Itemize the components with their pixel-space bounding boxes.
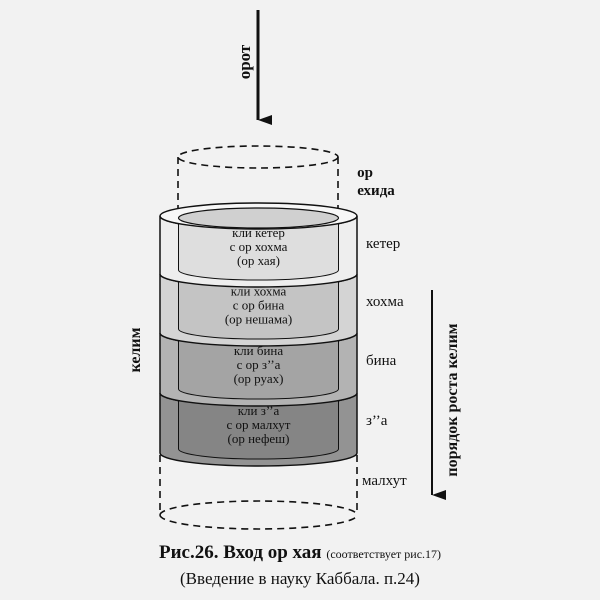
vessel-layers: кли з’’ас ор малхут(ор нефеш) з’’а кли бин… [159, 202, 404, 467]
layer-side-label: з’’а [366, 413, 388, 429]
layer-core [178, 221, 339, 281]
layer-text: (ор хая) [237, 253, 280, 268]
layer-side-label: бина [366, 353, 397, 369]
ehida-label-line2: ехида [357, 183, 395, 199]
vessel-layer: кли з’’ас ор малхут(ор нефеш) з’’а [159, 392, 388, 467]
figure-title: Рис.26. Вход ор хая [158, 542, 322, 563]
malchut-dashed-cylinder [159, 455, 358, 530]
figure-source: (Введение в науку Каббала. п.24) [180, 569, 420, 588]
layer-text: с ор бина [233, 298, 285, 313]
layer-text: кли з’’а [238, 403, 280, 418]
layer-text: с ор з’’а [237, 357, 281, 372]
ehida-label-line1: ор [357, 165, 373, 181]
layer-text: (ор нефеш) [228, 431, 290, 446]
layer-text: (ор руах) [234, 371, 284, 386]
top-opening [177, 207, 340, 229]
layer-text: кли бина [234, 343, 284, 358]
ehida-dashed-cylinder [177, 145, 339, 212]
layer-text: с ор хохма [230, 239, 288, 254]
layer-text: с ор малхут [227, 417, 291, 432]
figure-note: (соответствует рис.17) [326, 547, 442, 561]
layer-side-label: кетер [366, 236, 400, 252]
malchut-label: малхут [362, 473, 407, 489]
vessels-label: келим [127, 327, 144, 372]
figure-caption: Рис.26. Вход ор хая (соответствует рис.1… [0, 542, 600, 564]
layer-core [178, 338, 339, 400]
layer-core [178, 398, 339, 460]
layer-core [178, 279, 339, 340]
growth-order-label: порядок роста келим [444, 323, 461, 476]
layer-side-label: хохма [366, 294, 404, 310]
incoming-light-label: орот [235, 44, 254, 79]
layer-text: (ор нешама) [225, 312, 292, 327]
